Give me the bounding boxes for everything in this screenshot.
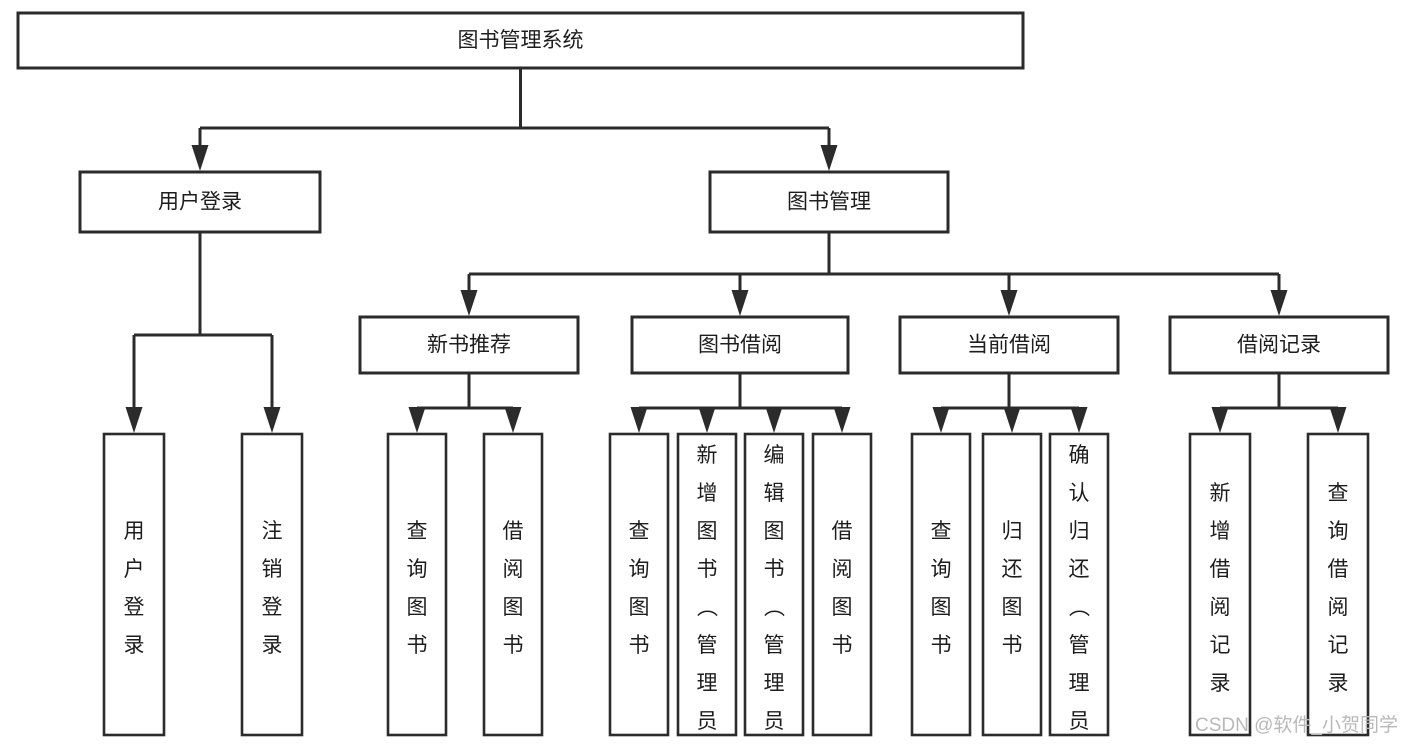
node-leaf-return-book-box[interactable] bbox=[981, 432, 1043, 737]
node-new-book-recommend-box[interactable] bbox=[358, 315, 580, 375]
root-node-book-management-system-box[interactable] bbox=[16, 11, 1025, 70]
node-user-login-box[interactable] bbox=[78, 170, 322, 234]
node-book-borrow-box[interactable] bbox=[630, 315, 850, 375]
node-book-manage-box[interactable] bbox=[708, 170, 950, 234]
node-new-book-recommend-label: 新书推荐 bbox=[427, 334, 511, 357]
node-leaf-return-book-label: 归还图书 bbox=[1002, 520, 1023, 657]
node-current-borrow-box[interactable] bbox=[898, 315, 1120, 375]
node-leaf-add-record-box[interactable] bbox=[1188, 432, 1252, 737]
node-leaf-add-record-label: 新增借阅记录 bbox=[1210, 482, 1231, 695]
node-leaf-user-login-label: 用户登录 bbox=[124, 520, 145, 657]
node-leaf-edit-book-box[interactable] bbox=[743, 432, 805, 737]
node-leaf-confirm-return-box[interactable] bbox=[1048, 432, 1110, 737]
node-leaf-query-book-2-label: 查询图书 bbox=[629, 520, 650, 657]
node-book-borrow-label: 图书借阅 bbox=[698, 334, 782, 357]
node-leaf-query-book-1-label: 查询图书 bbox=[407, 520, 428, 657]
node-leaf-confirm-return-label: 确认归还（管理员） bbox=[1069, 444, 1091, 747]
node-user-login-label: 用户登录 bbox=[158, 191, 242, 214]
node-leaf-add-book-label: 新增图书（管理员） bbox=[697, 444, 719, 747]
root-node-book-management-system-label: 图书管理系统 bbox=[458, 29, 584, 52]
node-book-manage-label: 图书管理 bbox=[787, 191, 871, 214]
node-leaf-query-book-3-box[interactable] bbox=[910, 432, 972, 737]
node-leaf-add-book-box[interactable] bbox=[676, 432, 738, 737]
node-borrow-record-box[interactable] bbox=[1168, 315, 1390, 375]
connector-layer bbox=[125, 68, 1347, 433]
watermark-label: CSDN @软件_小贺同学 bbox=[1195, 714, 1398, 736]
node-leaf-borrow-book-1-label: 借阅图书 bbox=[503, 520, 524, 657]
node-leaf-query-book-3-label: 查询图书 bbox=[931, 520, 952, 657]
node-leaf-query-record-label: 查询借阅记录 bbox=[1328, 482, 1349, 695]
node-leaf-user-login-box[interactable] bbox=[102, 432, 166, 737]
node-leaf-borrow-book-2-box[interactable] bbox=[811, 432, 873, 737]
node-borrow-record-label: 借阅记录 bbox=[1237, 334, 1321, 357]
node-leaf-borrow-book-1-box[interactable] bbox=[482, 432, 544, 737]
node-current-borrow-label: 当前借阅 bbox=[967, 334, 1051, 357]
node-leaf-query-record-box[interactable] bbox=[1306, 432, 1370, 737]
node-leaf-user-logout-label: 注销登录 bbox=[262, 520, 283, 657]
node-leaf-borrow-book-2-label: 借阅图书 bbox=[832, 520, 853, 657]
node-layer: 图书管理系统用户登录图书管理新书推荐图书借阅当前借阅借阅记录用户登录注销登录查询… bbox=[16, 11, 1390, 747]
node-leaf-query-book-1-box[interactable] bbox=[386, 432, 448, 737]
node-leaf-edit-book-label: 编辑图书（管理员） bbox=[764, 444, 786, 747]
node-leaf-user-logout-box[interactable] bbox=[240, 432, 304, 737]
node-leaf-query-book-2-box[interactable] bbox=[608, 432, 670, 737]
